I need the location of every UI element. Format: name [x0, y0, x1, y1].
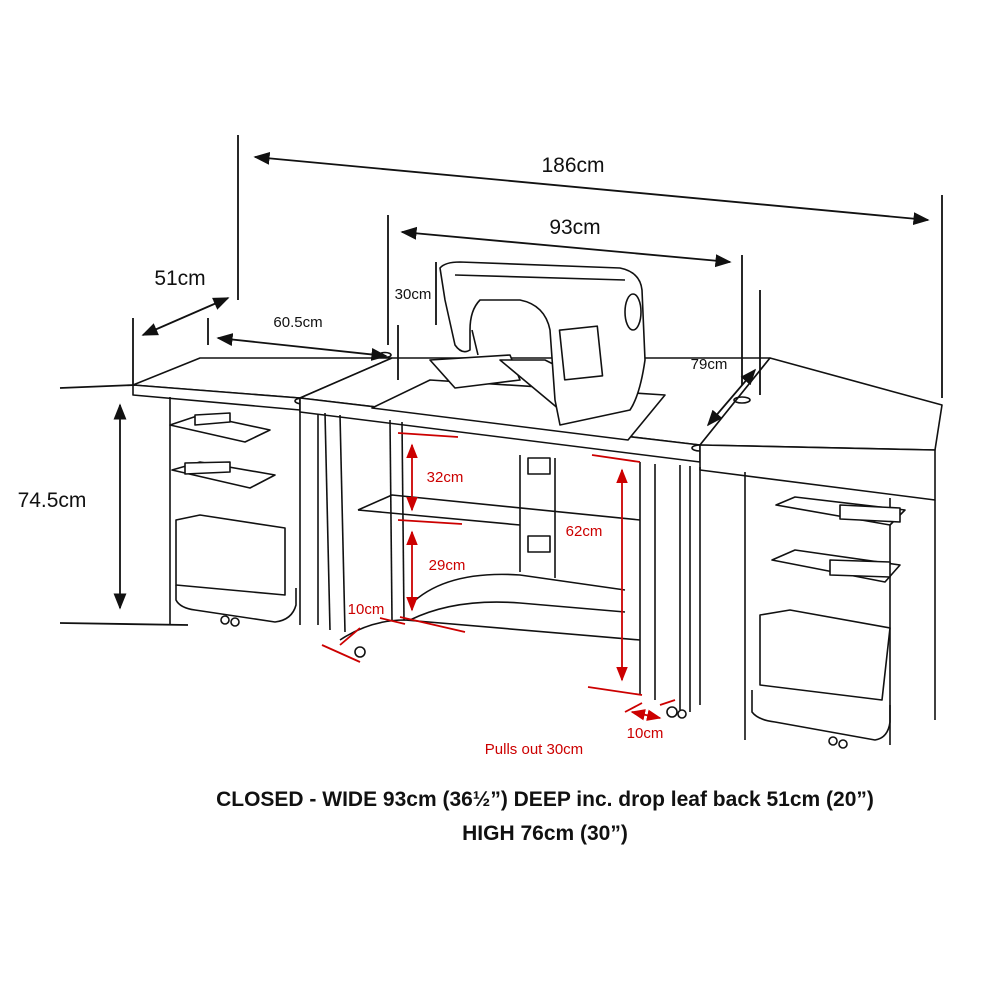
label-left-leaf: 60.5cm [273, 314, 322, 331]
label-overall-width: 186cm [541, 154, 604, 177]
label-height: 74.5cm [18, 489, 87, 512]
label-shelf-gap-upper: 32cm [427, 469, 464, 486]
caption-closed-height: HIGH 76cm (30”) [462, 822, 628, 845]
label-shelf-gap-lower: 29cm [429, 557, 466, 574]
caption-closed-size: CLOSED - WIDE 93cm (36½”) DEEP inc. drop… [216, 788, 874, 811]
dim-line-79 [706, 368, 757, 427]
dim-line-186 [253, 151, 930, 226]
label-top-width: 93cm [549, 216, 600, 239]
label-pulls-out: Pulls out 30cm [485, 741, 583, 758]
label-knee-height: 62cm [566, 523, 603, 540]
label-right-leaf: 79cm [691, 356, 728, 373]
inner-dimension-lines [321, 432, 676, 721]
label-caster-left: 10cm [348, 601, 385, 618]
label-depth: 51cm [154, 267, 205, 290]
dim-line-10-right [630, 709, 662, 721]
dim-line-10-left [339, 627, 361, 646]
label-caster-right: 10cm [627, 725, 664, 742]
center-top [299, 357, 771, 463]
dim-line-51 [141, 297, 230, 336]
right-wing [699, 357, 943, 749]
cabinet-drawing [132, 261, 943, 749]
dim-line-93 [400, 226, 732, 268]
sewing-machine [429, 261, 646, 426]
dim-line-60-5 [216, 333, 388, 361]
center-frame [324, 412, 701, 719]
label-back-leaf: 30cm [395, 286, 432, 303]
left-wing [132, 351, 393, 627]
dimension-lines [59, 135, 943, 626]
